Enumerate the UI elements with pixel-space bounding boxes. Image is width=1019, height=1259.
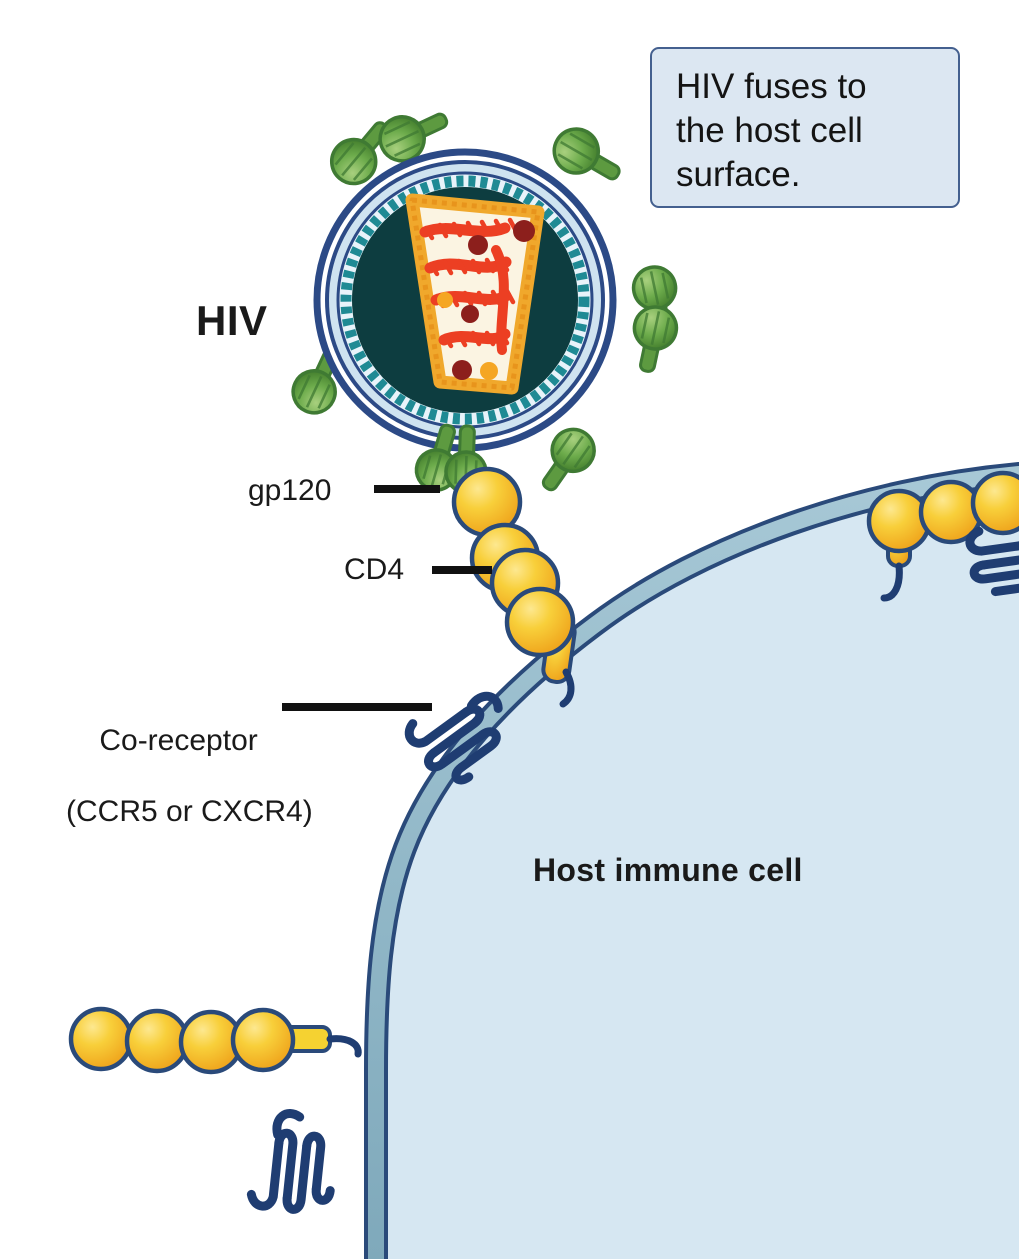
cd4-domain	[68, 1006, 134, 1072]
cd4-receptor-bottom-left	[68, 1006, 362, 1075]
gp120-spikes	[291, 112, 679, 492]
label-cd4: CD4	[344, 553, 405, 586]
capsid-bead-texture	[409, 197, 541, 391]
capsid-dot	[461, 305, 479, 323]
cd4-domain	[970, 470, 1019, 536]
coreceptor-bottom-left	[246, 1109, 335, 1214]
cd4-cytoplasmic-tail	[559, 668, 575, 708]
cd4-domain	[230, 1007, 296, 1073]
hiv-virion	[291, 112, 679, 494]
cd4-receptor-engaged	[451, 466, 577, 708]
gp120-spike	[541, 427, 596, 492]
cd4-domain	[124, 1008, 190, 1074]
cd4-cytoplasmic-tail	[880, 562, 903, 602]
cd4-receptor-top-right	[866, 470, 1019, 602]
coreceptor-labeled	[404, 691, 503, 785]
label-coreceptor: Co-receptor (CCR5 or CXCR4)	[66, 688, 313, 900]
label-hiv: HIV	[196, 297, 268, 344]
step-callout-text: HIV fuses to the host cell surface.	[676, 67, 867, 195]
cd4-domain	[866, 488, 932, 554]
label-host-immune-cell: Host immune cell	[533, 852, 803, 888]
host-cell	[364, 462, 1019, 1259]
capsid-dot	[468, 235, 488, 255]
gp120-spike	[632, 305, 679, 373]
viral-envelope-bead-ring	[340, 175, 590, 425]
coreceptor-right-edge	[965, 526, 1019, 597]
capsid-dot	[452, 360, 472, 380]
cd4-cytoplasmic-tail	[326, 1035, 362, 1058]
step-callout-box: HIV fuses to the host cell surface.	[650, 47, 960, 208]
gp120-spike	[378, 112, 449, 163]
cd4-domain	[504, 586, 576, 658]
label-gp120: gp120	[248, 474, 332, 507]
label-coreceptor-line2: (CCR5 or CXCR4)	[66, 795, 313, 829]
capsid-dot	[480, 362, 498, 380]
viral-capsid	[405, 193, 545, 395]
cell-membrane-fill	[368, 466, 1019, 1259]
label-coreceptor-line1: Co-receptor	[99, 724, 258, 758]
gp120-spike	[552, 127, 621, 181]
capsid-dot	[513, 220, 535, 242]
host-cell-interior	[386, 486, 1019, 1259]
capsid-dot	[437, 292, 453, 308]
